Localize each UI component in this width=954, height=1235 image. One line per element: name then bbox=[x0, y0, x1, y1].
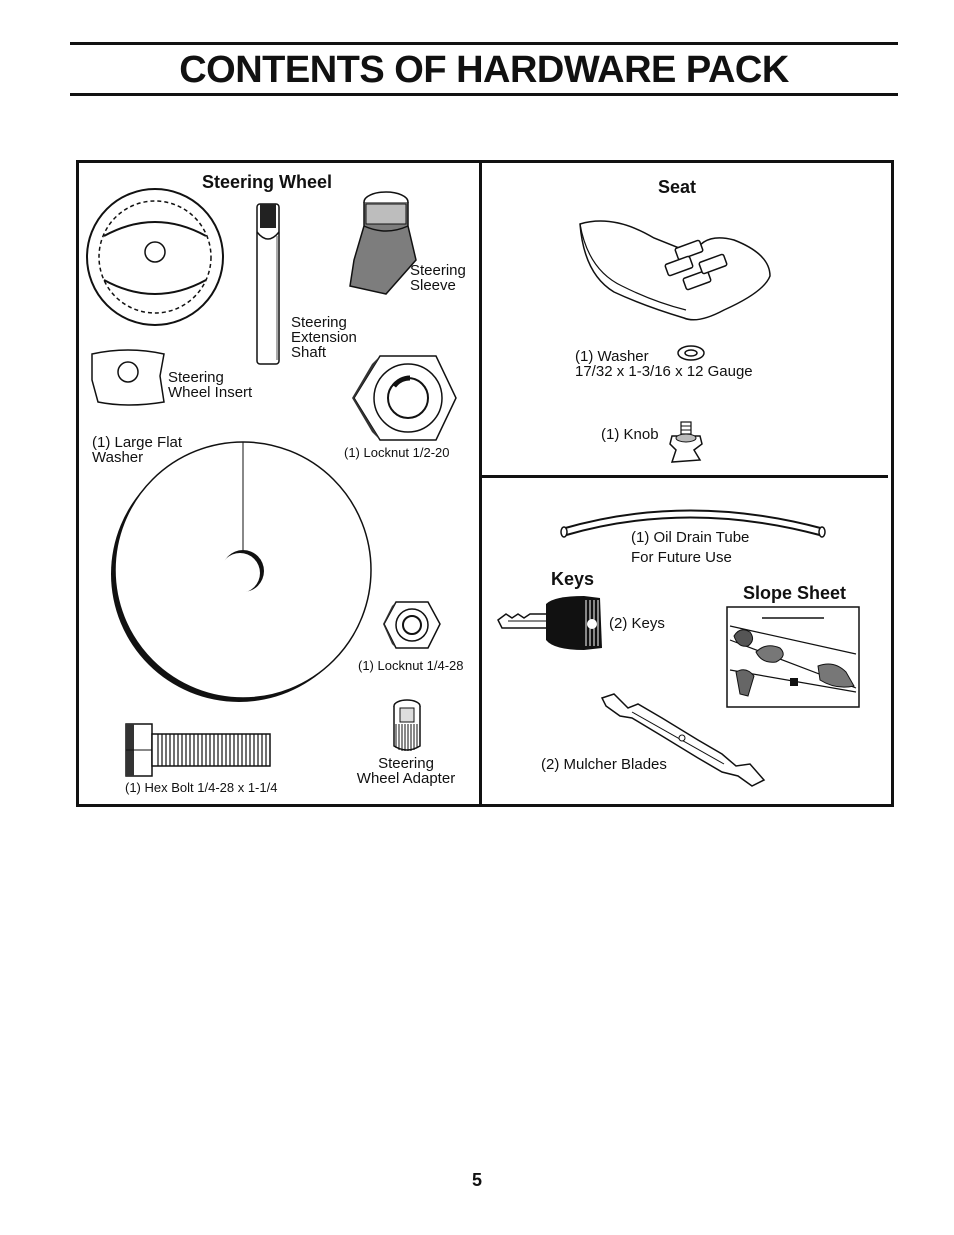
steering-sleeve-label: Steering Sleeve bbox=[410, 262, 466, 294]
extension-shaft-icon bbox=[256, 203, 280, 365]
oil-tube-label: (1) Oil Drain Tube bbox=[631, 529, 750, 546]
large-flat-washer-icon bbox=[111, 441, 372, 702]
mulcher-blades-label: (2) Mulcher Blades bbox=[541, 756, 667, 773]
seat-washer-label: (1) Washer 17/32 x 1-3/16 x 12 Gauge bbox=[575, 348, 753, 380]
slope-sheet-icon bbox=[726, 606, 860, 708]
locknut-small-icon bbox=[383, 601, 441, 649]
hex-bolt-icon bbox=[125, 723, 271, 777]
knob-icon bbox=[669, 421, 703, 463]
page-title: CONTENTS OF HARDWARE PACK bbox=[179, 49, 789, 91]
top-rule bbox=[70, 42, 898, 45]
washer-icon bbox=[677, 345, 705, 361]
wheel-insert-label: Steering Wheel Insert bbox=[168, 369, 253, 401]
keys-heading: Keys bbox=[551, 569, 595, 589]
slope-sheet-heading: Slope Sheet bbox=[743, 583, 847, 603]
hardware-panel bbox=[76, 160, 894, 807]
mulcher-blade-icon bbox=[600, 693, 766, 787]
locknut-large-icon bbox=[352, 355, 457, 441]
panel-horizontal-divider bbox=[482, 475, 888, 478]
seat-heading: Seat bbox=[658, 177, 697, 197]
locknut-half-label: (1) Locknut 1/2-20 bbox=[344, 445, 450, 460]
wheel-adapter-icon bbox=[393, 699, 421, 751]
key-icon bbox=[497, 596, 602, 650]
extension-shaft-label: Steering Extension Shaft bbox=[291, 314, 357, 361]
page-number: 5 bbox=[471, 1170, 482, 1190]
large-washer-label: (1) Large Flat Washer bbox=[92, 434, 183, 466]
hex-bolt-label: (1) Hex Bolt 1/4-28 x 1-1/4 bbox=[125, 780, 278, 795]
seat-icon bbox=[579, 220, 771, 321]
keys-label: (2) Keys bbox=[609, 615, 665, 632]
steering-wheel-icon bbox=[86, 188, 224, 326]
steering-wheel-heading: Steering Wheel bbox=[202, 172, 333, 192]
locknut-quarter-label: (1) Locknut 1/4-28 bbox=[358, 658, 464, 673]
wheel-insert-icon bbox=[91, 349, 165, 406]
panel-vertical-divider bbox=[479, 160, 482, 804]
seat-knob-label: (1) Knob bbox=[601, 426, 659, 443]
wheel-adapter-label: Steering Wheel Adapter bbox=[356, 755, 456, 787]
steering-sleeve-icon bbox=[349, 191, 417, 295]
oil-tube-note: For Future Use bbox=[631, 549, 732, 566]
title-underline bbox=[70, 93, 898, 96]
oil-drain-tube-icon bbox=[560, 509, 826, 538]
